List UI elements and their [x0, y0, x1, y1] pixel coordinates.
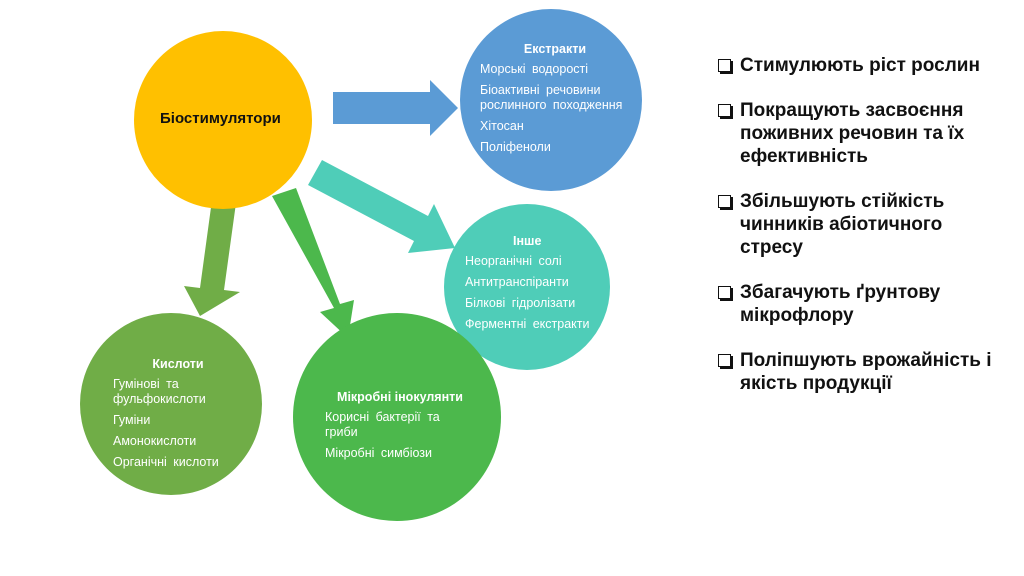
checkbox-bullet-icon	[718, 104, 731, 117]
benefit-text: Збагачують ґрунтову мікрофлору	[740, 282, 941, 326]
benefit-item: Стимулюють ріст рослин	[718, 54, 1008, 77]
list-item: Антитранспіранти	[465, 275, 569, 289]
extracts-text: Екстракти Морські водорості Біоактивні р…	[480, 42, 630, 161]
benefit-item: Збільшують стійкість чинників абіотичног…	[718, 190, 1008, 259]
checkbox-bullet-icon	[718, 195, 731, 208]
list-item: Гумінові та фульфокислоти	[113, 377, 206, 406]
list-item: Ферментні екстракти	[465, 317, 590, 331]
checkbox-bullet-icon	[718, 59, 731, 72]
circle-other	[444, 204, 610, 370]
benefit-item: Покращують засвоєння поживних речовин та…	[718, 99, 1008, 168]
arrow-to-extracts	[333, 80, 458, 136]
list-item: Корисні бактерії та гриби	[325, 410, 440, 439]
acids-text: Кислоти Гумінові та фульфокислоти Гуміни…	[113, 357, 243, 476]
other-text: Інше Неорганічні солі Антитранспіранти Б…	[465, 234, 590, 338]
arrow-to-other	[308, 160, 455, 253]
benefits-list: Стимулюють ріст рослин Покращують засвоє…	[718, 54, 1008, 417]
acids-title: Кислоти	[152, 357, 204, 371]
list-item: Поліфеноли	[480, 140, 551, 154]
list-item: Неорганічні солі	[465, 254, 562, 268]
arrow-to-acids	[184, 200, 240, 316]
list-item: Гуміни	[113, 413, 151, 427]
circle-center	[134, 31, 312, 209]
center-label: Біостимулятори	[160, 110, 281, 127]
list-item: Органічні кислоти	[113, 455, 219, 469]
list-item: Білкові гідролізати	[465, 296, 576, 310]
circle-extracts	[460, 9, 642, 191]
benefit-text: Поліпшують врожайність і якість продукці…	[740, 350, 992, 394]
microbial-title: Мікробні інокулянти	[337, 390, 463, 404]
circle-microbial	[293, 313, 501, 521]
benefit-item: Збагачують ґрунтову мікрофлору	[718, 281, 1008, 327]
list-item: Амонокислоти	[113, 434, 197, 448]
benefit-text: Стимулюють ріст рослин	[740, 55, 980, 76]
other-title: Інше	[513, 234, 542, 248]
list-item: Мікробні симбіози	[325, 446, 433, 460]
arrow-to-microbial	[272, 188, 354, 338]
list-item: Морські водорості	[480, 62, 589, 76]
benefit-item: Поліпшують врожайність і якість продукці…	[718, 349, 1008, 395]
benefit-text: Збільшують стійкість чинників абіотичног…	[740, 191, 945, 258]
microbial-text: Мікробні інокулянти Корисні бактерії та …	[325, 390, 475, 467]
circle-acids	[80, 313, 262, 495]
checkbox-bullet-icon	[718, 286, 731, 299]
checkbox-bullet-icon	[718, 354, 731, 367]
benefit-text: Покращують засвоєння поживних речовин та…	[740, 100, 965, 167]
list-item: Біоактивні речовини рослинного походженн…	[480, 83, 623, 112]
list-item: Хітосан	[480, 119, 524, 133]
extracts-title: Екстракти	[523, 42, 587, 56]
